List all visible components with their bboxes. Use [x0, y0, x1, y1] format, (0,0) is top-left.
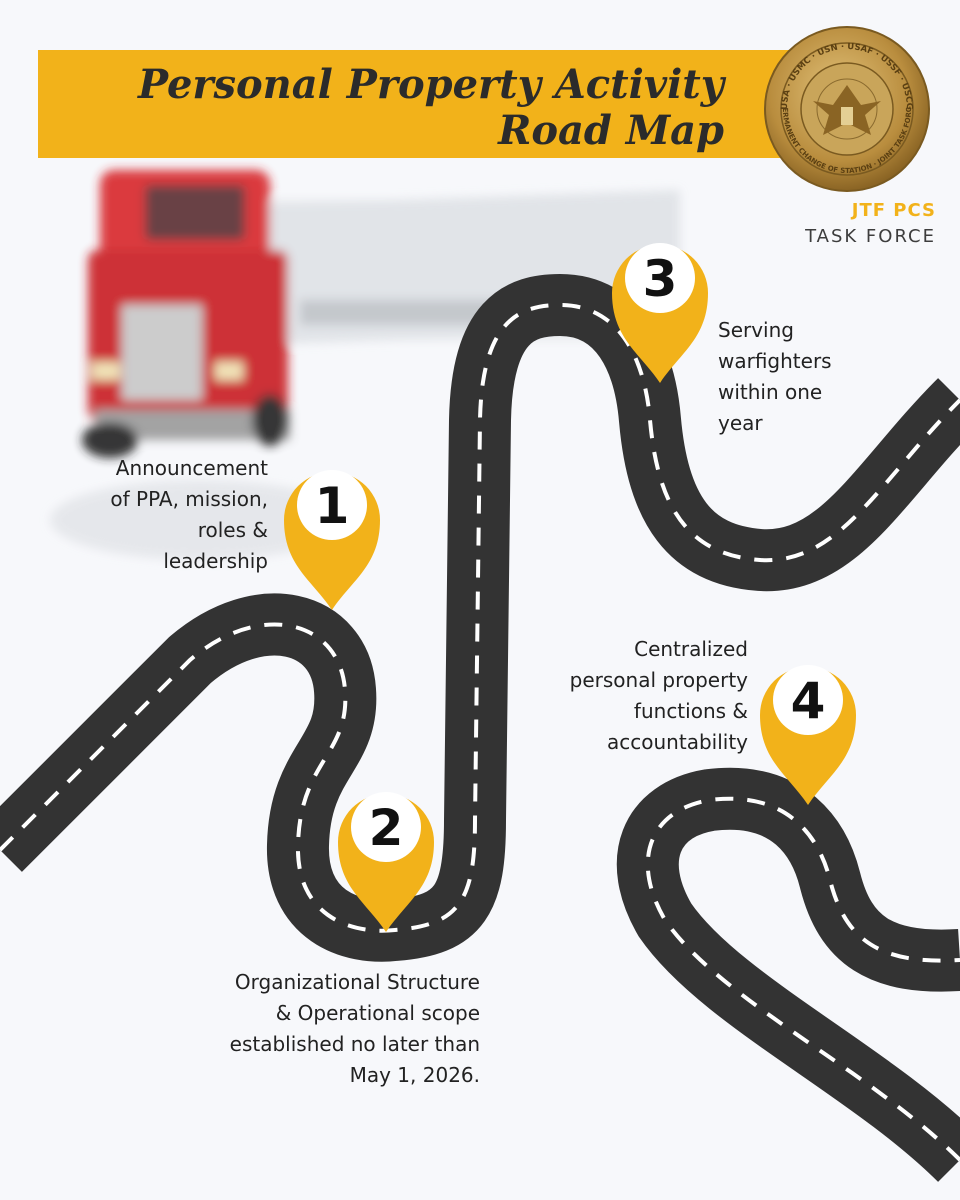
title-banner	[38, 50, 798, 158]
pin-number-2: 2	[369, 799, 404, 857]
road-secondary	[616, 767, 960, 1183]
pin-number-1: 1	[315, 477, 350, 535]
milestone-pin-4: 4	[760, 665, 856, 805]
pin-number-4: 4	[791, 672, 826, 730]
milestone-3-text: Serving warfighters within one year	[718, 318, 832, 435]
brand-subtitle: TASK FORCE	[805, 226, 936, 247]
road-main	[0, 274, 960, 962]
milestone-2-text: Organizational Structure & Operational s…	[229, 970, 480, 1087]
page-title: Personal Property Activity Road Map	[138, 62, 724, 154]
jtf-pcs-seal-icon: USA · USMC · USN · USAF · USSF · USCG PE…	[763, 25, 930, 192]
milestone-1-text: Announcement of PPA, mission, roles & le…	[110, 456, 268, 573]
milestone-pin-1: 1	[284, 470, 380, 610]
pin-number-3: 3	[643, 250, 678, 308]
brand-name: JTF PCS	[851, 200, 936, 221]
milestone-pin-2: 2	[338, 792, 434, 932]
milestone-pin-3: 3	[612, 243, 708, 383]
title-line-2: Road Map	[498, 107, 724, 154]
title-line-1: Personal Property Activity	[137, 61, 724, 108]
milestone-4-text: Centralized personal property functions …	[569, 637, 748, 754]
